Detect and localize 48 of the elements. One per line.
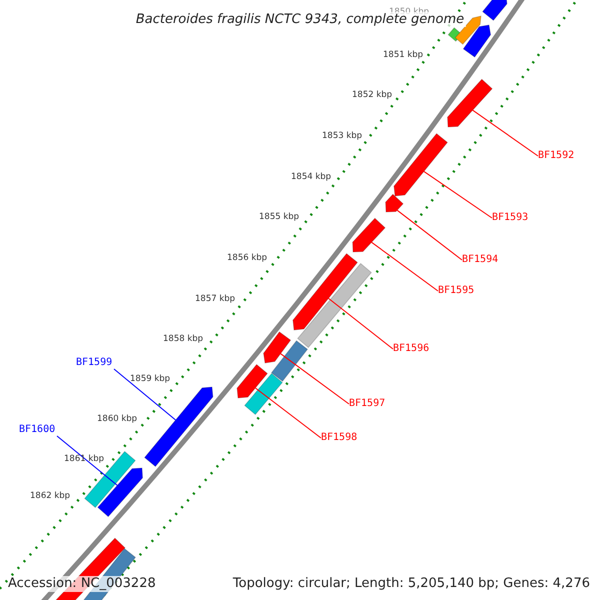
leader-line <box>328 298 394 350</box>
leader-line <box>254 388 322 438</box>
gene-block <box>462 24 492 58</box>
gene-block <box>97 468 143 518</box>
gene-label: BF1595 <box>438 285 478 297</box>
coordinate-label: 1854 kbp <box>291 172 332 182</box>
leader-line <box>423 170 492 218</box>
genome-summary-text: Topology: circular; Length: 5,205,140 bp; Genes: 4,276 <box>232 576 590 592</box>
coordinate-label: 1855 kbp <box>259 212 300 222</box>
coordinate-label: 1852 kbp <box>352 90 392 100</box>
coordinate-label: 1853 kbp <box>322 131 362 141</box>
gene-block <box>297 262 372 348</box>
gene-label: BF1593 <box>492 212 532 224</box>
coordinate-label: 1861 kbp <box>64 454 104 464</box>
gene-block <box>292 253 358 330</box>
coordinate-label: 1858 kbp <box>163 334 204 344</box>
coordinate-label: 1856 kbp <box>227 253 268 263</box>
coordinate-label: 1851 kbp <box>383 50 424 60</box>
gene-block <box>144 386 214 468</box>
gene-block <box>385 194 404 212</box>
coordinate-label: 1860 kbp <box>97 414 138 424</box>
gene-label: BF1600 <box>19 424 59 436</box>
leader-line <box>472 110 538 156</box>
gene-label: BF1594 <box>462 254 502 266</box>
gene-block <box>447 78 493 128</box>
gene-label: BF1599 <box>76 357 116 369</box>
leader-line <box>280 353 350 404</box>
gene-block <box>244 372 283 416</box>
gene-block <box>270 340 308 382</box>
coordinate-label: 1862 kbp <box>30 491 70 501</box>
leader-line <box>371 242 438 292</box>
coordinate-label: 1857 kbp <box>195 294 236 304</box>
leader-line <box>114 368 176 420</box>
gene-label: BF1596 <box>393 343 433 355</box>
gene-label: BF1592 <box>538 150 578 162</box>
gene-label: BF1597 <box>349 398 389 410</box>
title: Bacteroides fragilis NCTC 9343, complete genome <box>134 12 466 27</box>
accession-text: Accession: NC_003228 <box>8 576 156 592</box>
gene-block <box>352 218 386 252</box>
coordinate-label: 1859 kbp <box>130 374 170 384</box>
gene-block <box>263 331 292 364</box>
gene-block <box>236 364 268 398</box>
gene-block <box>394 133 448 196</box>
gene-block <box>84 450 136 508</box>
leader-line <box>56 436 118 486</box>
gene-block <box>482 0 508 21</box>
leader-line <box>396 210 462 260</box>
gene-label: BF1598 <box>321 432 361 444</box>
